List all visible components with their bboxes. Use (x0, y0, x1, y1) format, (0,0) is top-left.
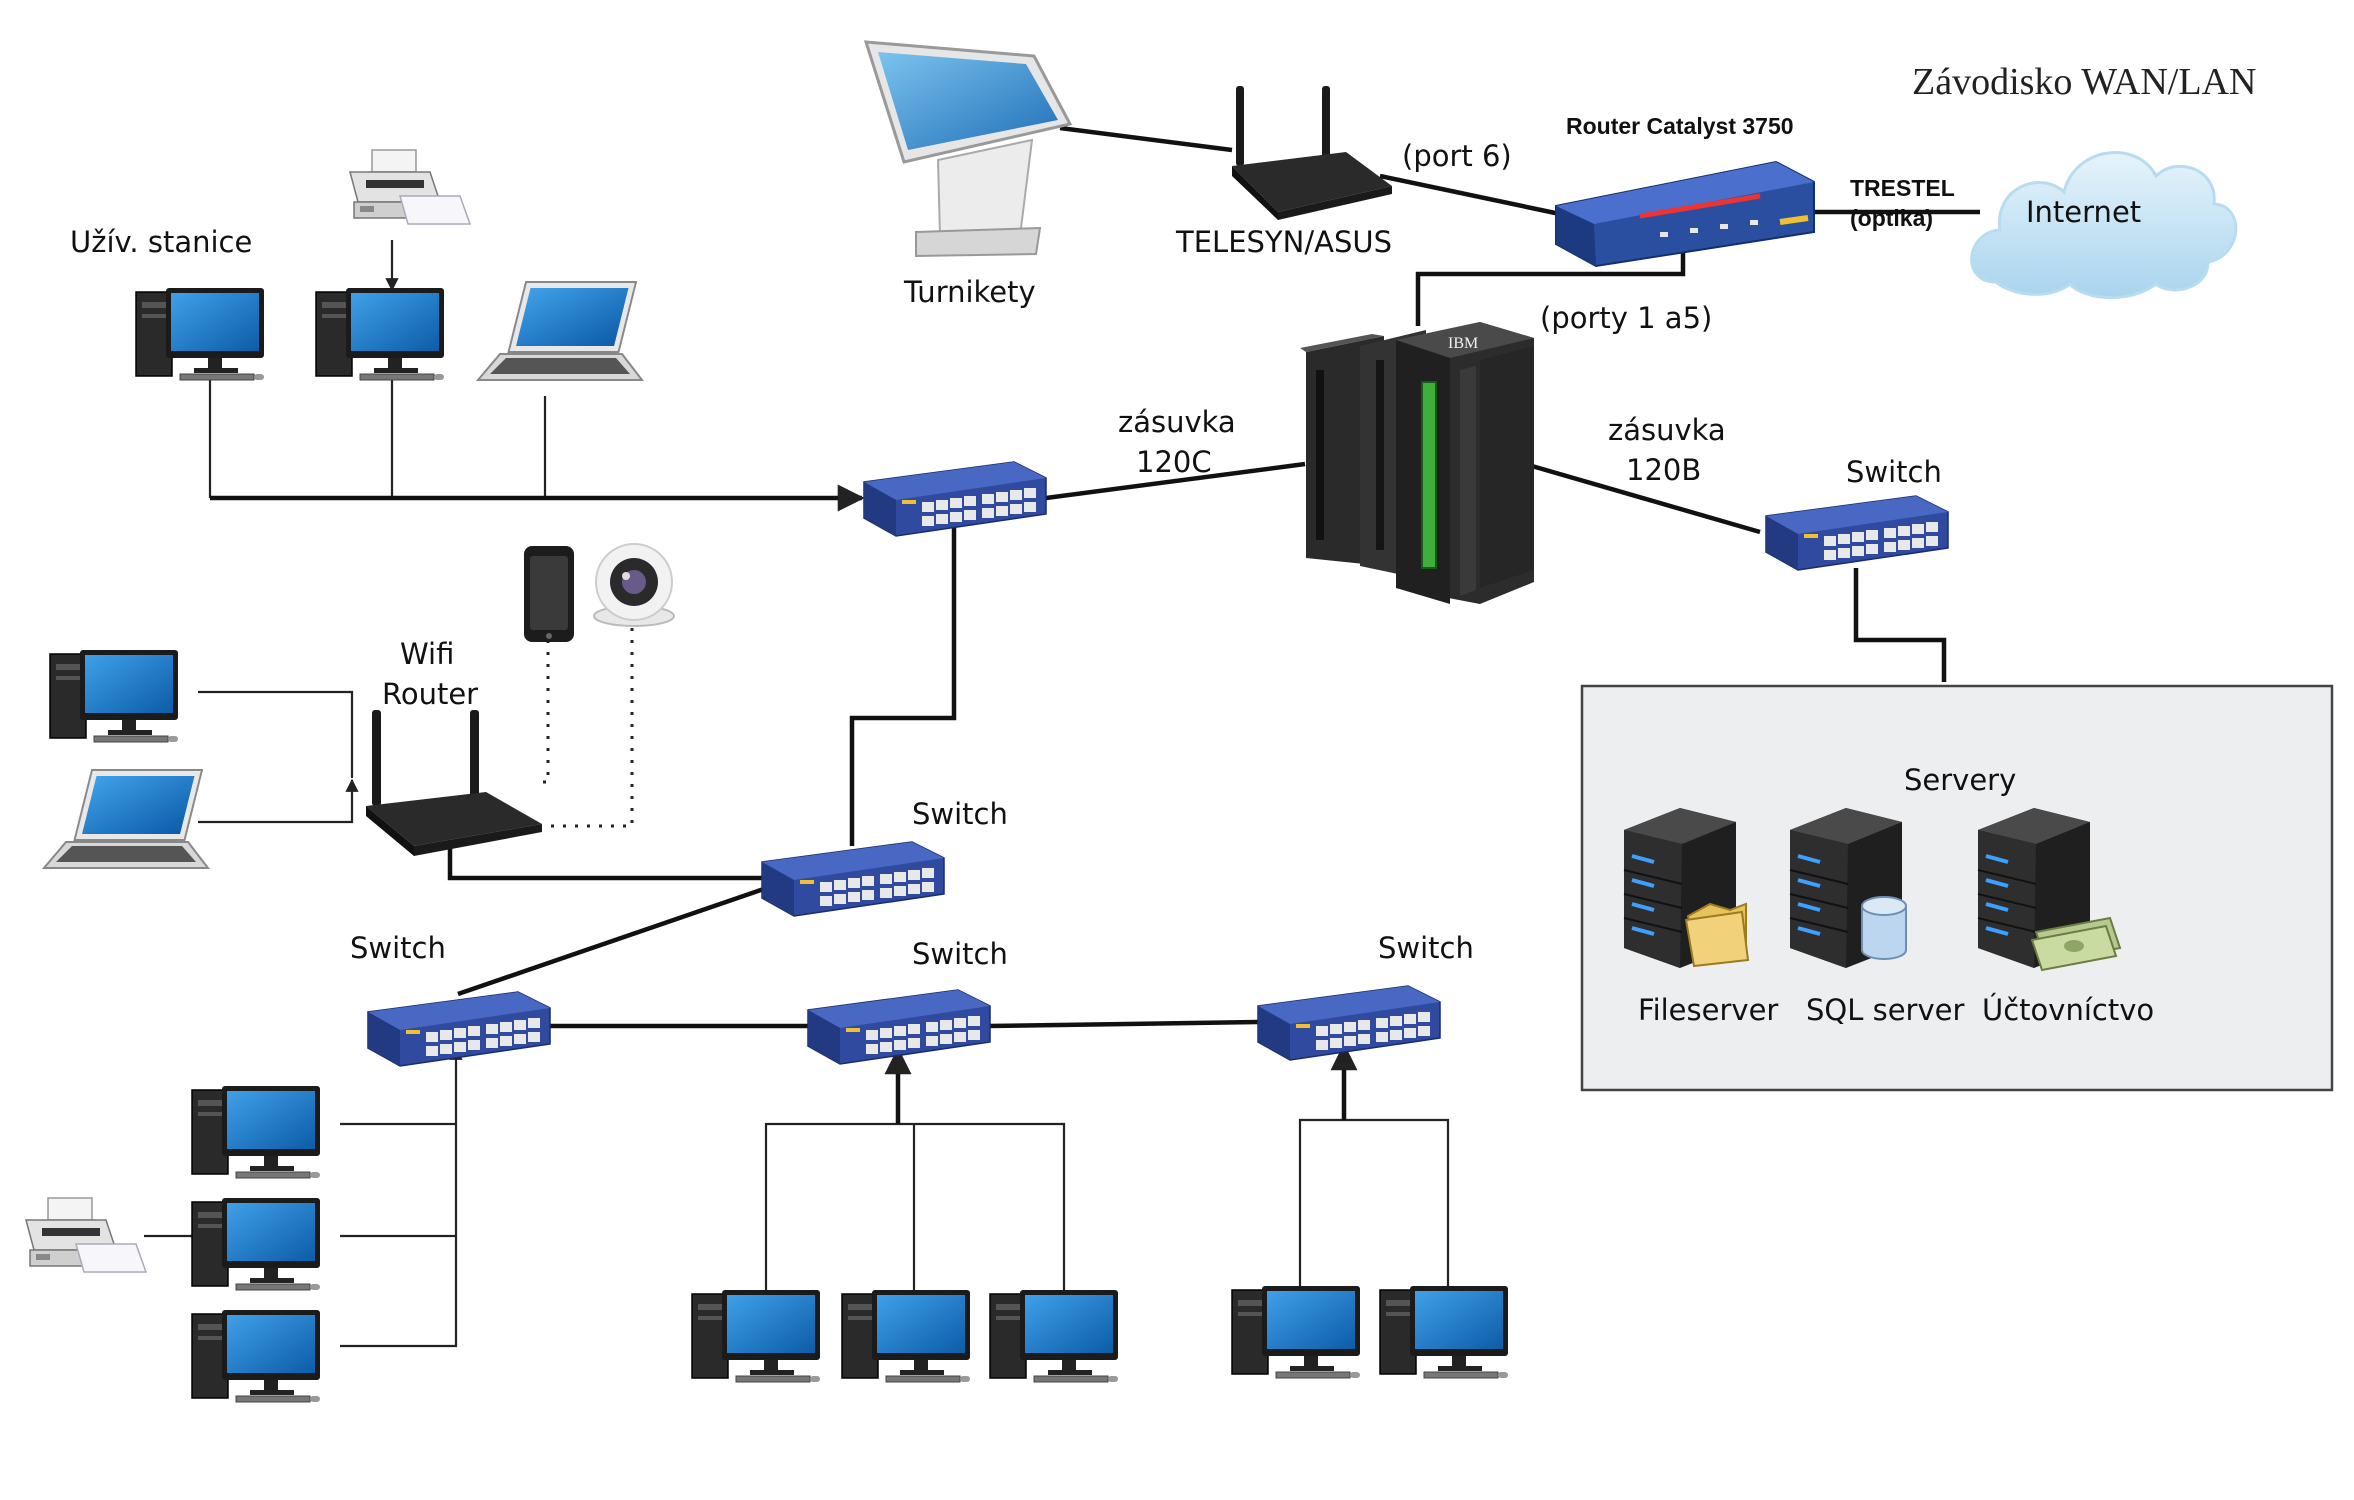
switch-label-left: Switch (350, 931, 446, 965)
switch-icon (761, 841, 945, 917)
diagram-title: Závodisko WAN/LAN (1912, 61, 2256, 103)
desktop-pc-icon (989, 1289, 1119, 1383)
server-group: Servery Fileserver SQL server Účtovníctv… (1580, 684, 2334, 1092)
sql-server-label: SQL server (1806, 993, 1964, 1027)
port6-label: (port 6) (1402, 139, 1512, 173)
desktop-pc-icon (49, 649, 179, 743)
trestel-label: TRESTEL (1850, 175, 1955, 201)
kiosk-icon (863, 40, 1073, 258)
wifi-router-icon (366, 710, 542, 856)
folder-icon (1684, 902, 1750, 968)
switch-label-mid: Switch (912, 797, 1008, 831)
desktop-pc-icon (191, 1085, 321, 1179)
cloud-icon (1970, 151, 2238, 300)
fileserver-label: Fileserver (1638, 993, 1778, 1027)
router-catalyst-label: Router Catalyst 3750 (1566, 113, 1794, 139)
desktop-pc-icon (191, 1197, 321, 1291)
desktop-pc-icon (1379, 1285, 1509, 1379)
internet-label: Internet (2026, 195, 2141, 229)
money-icon (2030, 916, 2122, 972)
switch-icon (367, 991, 551, 1067)
zasuvka-c-label-1: zásuvka (1118, 405, 1236, 439)
switch-label-right: Switch (1846, 455, 1942, 489)
telesyn-label: TELESYN/ASUS (1175, 225, 1392, 259)
desktop-pc-icon (191, 1309, 321, 1403)
wifi-label-1: Wifi (400, 637, 454, 671)
switch-label-far-right: Switch (1378, 931, 1474, 965)
switch-icon (863, 461, 1047, 537)
smartphone-icon (524, 546, 574, 642)
laptop-icon (43, 769, 209, 869)
zasuvka-b-label-1: zásuvka (1608, 413, 1726, 447)
printer-icon (349, 149, 471, 225)
optika-label: (optika) (1850, 205, 1933, 231)
connections (144, 125, 1980, 1348)
servery-label: Servery (1904, 763, 2016, 797)
webcam-icon (593, 543, 675, 627)
printer-icon (25, 1197, 147, 1273)
uziv-stanice-label: Užív. stanice (70, 225, 252, 259)
switch-icon (807, 989, 991, 1065)
switch-icon (1257, 985, 1441, 1061)
desktop-pc-icon (315, 287, 445, 381)
switch-icon (1765, 495, 1949, 571)
network-router-icon (1555, 160, 1815, 268)
desktop-pc-icon (1231, 1285, 1361, 1379)
desktop-pc-icon (841, 1289, 971, 1383)
mainframe-icon: IBM (1300, 322, 1534, 604)
laptop-icon (477, 281, 643, 381)
turnikety-label: Turnikety (903, 275, 1036, 309)
ibm-logo: IBM (1448, 335, 1478, 352)
desktop-pc-icon (135, 287, 265, 381)
desktop-pc-icon (691, 1289, 821, 1383)
switch-label-center: Switch (912, 937, 1008, 971)
uctovnictvo-label: Účtovníctvo (1982, 993, 2154, 1027)
zasuvka-c-label-2: 120C (1136, 445, 1212, 479)
porty-label: (porty 1 a5) (1540, 301, 1712, 335)
database-icon (1861, 896, 1907, 960)
zasuvka-b-label-2: 120B (1626, 453, 1701, 487)
wifi-label-2: Router (382, 677, 478, 711)
wifi-router-icon (1232, 86, 1392, 220)
